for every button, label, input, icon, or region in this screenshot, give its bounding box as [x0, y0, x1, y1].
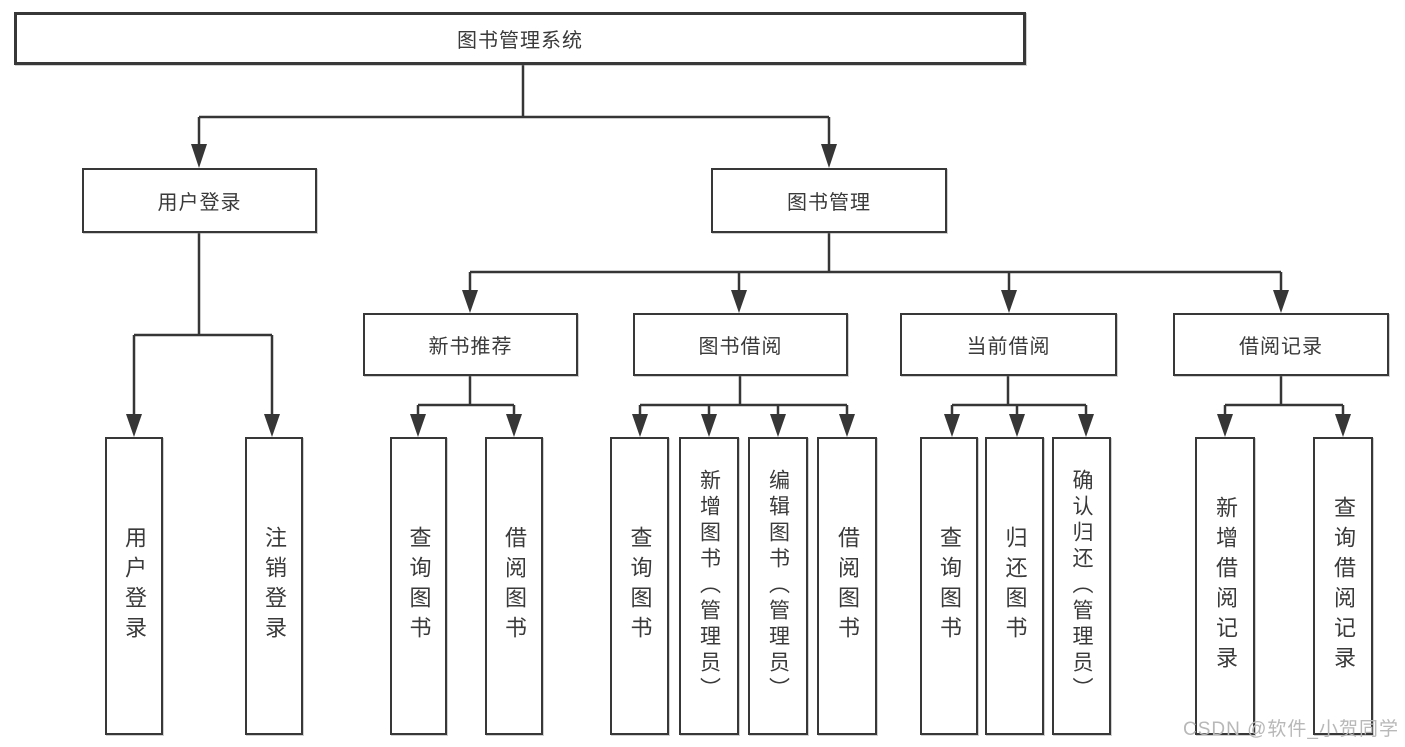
node-book-borrowing: 图书借阅	[633, 313, 848, 376]
leaf-user-login: 用户登录	[105, 437, 163, 735]
node-user-login: 用户登录	[82, 168, 317, 233]
leaf-borrow-books-recommend: 借阅图书	[485, 437, 543, 735]
leaf-add-borrow-record: 新增借阅记录	[1195, 437, 1255, 735]
leaf-logout: 注销登录	[245, 437, 303, 735]
leaf-borrow-books-borrowing: 借阅图书	[817, 437, 877, 735]
arrowheads	[126, 144, 1351, 437]
leaf-query-borrow-record: 查询借阅记录	[1313, 437, 1373, 735]
leaf-query-books-current: 查询图书	[920, 437, 978, 735]
watermark: CSDN @软件_小贺同学	[1183, 719, 1399, 740]
node-new-book-recommend: 新书推荐	[363, 313, 578, 376]
node-borrowing-records: 借阅记录	[1173, 313, 1389, 376]
node-library-management-system: 图书管理系统	[14, 12, 1026, 65]
node-current-borrowing: 当前借阅	[900, 313, 1117, 376]
leaf-query-books-recommend: 查询图书	[390, 437, 447, 735]
leaf-query-books-borrowing: 查询图书	[610, 437, 669, 735]
leaf-confirm-return-admin: 确认归还（管理员）	[1052, 437, 1111, 735]
leaf-edit-books-admin: 编辑图书（管理员）	[748, 437, 808, 735]
node-book-management: 图书管理	[711, 168, 947, 233]
leaf-add-books-admin: 新增图书（管理员）	[679, 437, 739, 735]
leaf-return-books: 归还图书	[985, 437, 1044, 735]
